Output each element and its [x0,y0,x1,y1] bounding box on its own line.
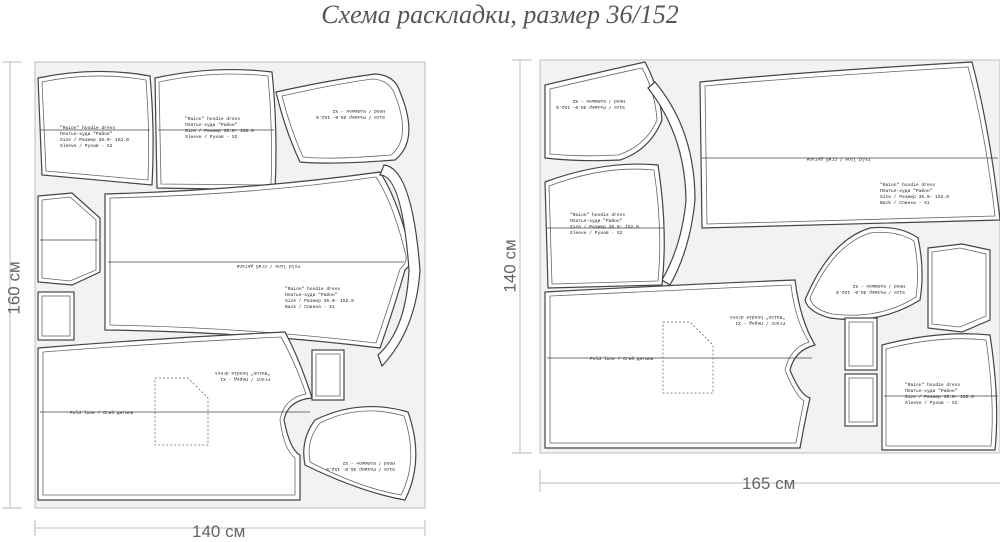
svg-text:"Raion" hoodie dress: "Raion" hoodie dress [905,382,960,388]
svg-text:"Raion" hoodie dress: "Raion" hoodie dress [880,182,935,188]
left-width-label: 140 см [192,522,246,541]
svg-text:"Raion" hoodie dress: "Raion" hoodie dress [570,212,625,218]
left-hood-piece-2: Hood / Капюшон - X2 Size / Размер 36.0- … [303,405,417,501]
left-hood-piece-1: Hood / Капюшон - X2 Size / Размер 36.0- … [275,73,410,164]
left-back-piece: Fold line / Сгиб детали "Raion" hoodie d… [104,171,413,349]
svg-text:Hood / Капюшон - X2: Hood / Капюшон - X2 [852,283,905,289]
left-pocket-piece [37,291,75,341]
svg-text:Size / Размер 36.0- 152.0: Size / Размер 36.0- 152.0 [905,394,974,400]
svg-text:Size / Размер 36.0- 152.0: Size / Размер 36.0- 152.0 [185,128,254,134]
left-front-yoke-piece [37,192,101,286]
svg-text:Sleeve / Рукав - X2: Sleeve / Рукав - X2 [60,143,113,149]
svg-text:Size / Размер 36.0- 152.0: Size / Размер 36.0- 152.0 [326,466,395,472]
svg-text:Платье-худи "Район": Платье-худи "Район" [60,130,113,137]
right-sleeve-piece-1: "Raion" hoodie dress Платье-худи "Район"… [544,163,665,289]
svg-text:"Raion" hoodie dress: "Raion" hoodie dress [215,370,270,376]
right-hood-piece-1: Hood / Капюшон - X2 Size / Размер 36.0- … [544,61,663,162]
svg-text:Fold line / Сгиб детали: Fold line / Сгиб детали [590,356,654,362]
svg-text:Платье-худи "Район": Платье-худи "Район" [285,291,338,298]
svg-text:Size / Размер 36.0- 152.0: Size / Размер 36.0- 152.0 [880,194,949,200]
svg-text:Back / Спинка - X1: Back / Спинка - X1 [880,200,930,206]
left-sleeve-piece-1: "Raion" hoodie dress Платье-худи "Район"… [37,70,154,186]
left-front-piece: Fold line / Сгиб детали Front / Перед - … [37,331,313,501]
layout-title: Схема раскладки, размер 36/152 [321,0,679,29]
svg-text:"Raion" hoodie dress: "Raion" hoodie dress [730,314,785,320]
right-front-yoke-piece [927,243,991,333]
svg-text:Sleeve / Рукав - X2: Sleeve / Рукав - X2 [185,134,238,140]
svg-text:Hood / Капюшон - X2: Hood / Капюшон - X2 [342,460,395,466]
svg-text:Fold line / Сгиб детали: Fold line / Сгиб детали [236,263,300,269]
svg-text:Sleeve / Рукав - X2: Sleeve / Рукав - X2 [905,400,958,406]
right-back-piece: Fold line / Сгиб детали "Raion" hoodie d… [699,61,1000,229]
left-pocket-piece-2 [311,349,345,401]
svg-text:Size / Размер 36.0- 152.0: Size / Размер 36.0- 152.0 [60,137,129,143]
svg-text:"Raion" hoodie dress: "Raion" hoodie dress [60,125,115,131]
svg-text:"Raion" hoodie dress: "Raion" hoodie dress [285,286,340,292]
right-pocket-piece-2 [844,373,878,427]
svg-text:Front / Перед - X1: Front / Перед - X1 [735,320,785,326]
right-sleeve-piece-2: "Raion" hoodie dress Платье-худи "Район"… [881,333,998,451]
svg-text:Fold line / Сгиб детали: Fold line / Сгиб детали [806,156,870,162]
svg-text:Sleeve / Рукав - X2: Sleeve / Рукав - X2 [570,230,623,236]
right-hood-piece-2: Hood / Капюшон - X2 Size / Размер 36.0- … [804,226,923,321]
svg-text:Size / Размер 36.0- 152.0: Size / Размер 36.0- 152.0 [316,114,385,120]
svg-text:Back / Спинка - X1: Back / Спинка - X1 [285,304,335,310]
svg-text:Fold line / Сгиб детали: Fold line / Сгиб детали [70,410,134,416]
svg-text:Size / Размер 36.0- 152.0: Size / Размер 36.0- 152.0 [556,104,625,110]
svg-text:Size / Размер 36.0- 152.0: Size / Размер 36.0- 152.0 [570,224,639,230]
svg-text:Hood / Капюшон - X2: Hood / Капюшон - X2 [332,108,385,114]
svg-text:Size / Размер 36.0- 152.0: Size / Размер 36.0- 152.0 [285,298,354,304]
svg-text:Платье-худи "Район": Платье-худи "Район" [570,217,623,224]
svg-text:"Raion" hoodie dress: "Raion" hoodie dress [185,116,240,122]
svg-text:Платье-худи "Район": Платье-худи "Район" [905,387,958,394]
svg-text:Size / Размер 36.0- 152.0: Size / Размер 36.0- 152.0 [836,289,905,295]
right-front-piece: Fold line / Сгиб детали Front / Перед - … [544,279,816,449]
svg-text:Платье-худи "Район": Платье-худи "Район" [185,121,238,128]
svg-text:Hood / Капюшон - X2: Hood / Капюшон - X2 [572,98,625,104]
svg-text:Front / Перед - X1: Front / Перед - X1 [220,376,270,382]
right-width-label: 165 см [742,474,796,493]
svg-text:Платье-худи "Район": Платье-худи "Район" [880,187,933,194]
left-height-label: 160 см [4,261,24,315]
right-height-label: 140 см [500,239,520,293]
left-sleeve-piece-2: "Raion" hoodie dress Платье-худи "Район"… [154,68,277,191]
left-hood-strip-piece [377,164,421,368]
right-pocket-piece-1 [844,317,878,371]
